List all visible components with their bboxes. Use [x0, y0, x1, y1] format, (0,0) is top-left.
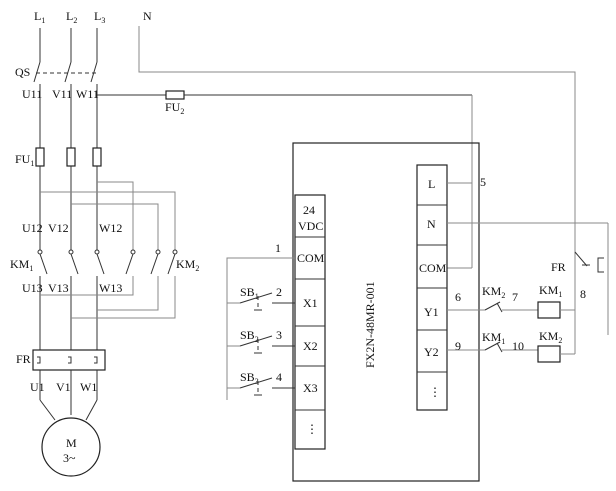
plc-com-out-label: COM — [419, 261, 447, 275]
node-10-label: 10 — [512, 339, 524, 353]
plc-x3-label: X3 — [303, 381, 318, 395]
node-4-label: 4 — [276, 370, 282, 384]
v13-label: V13 — [48, 281, 69, 295]
fr-contact-label: FR — [551, 260, 566, 274]
node-6-label: 6 — [455, 290, 461, 304]
fu2-branch — [97, 90, 473, 269]
fu1-fuses — [35, 147, 102, 167]
motor-leads — [39, 370, 98, 421]
plc-y2-label: Y2 — [424, 345, 439, 359]
power-lines — [39, 26, 576, 335]
node-3-label: 3 — [276, 328, 282, 342]
km2-main-label: KM2 — [176, 257, 199, 273]
qs-switch — [33, 61, 98, 88]
fr-label: FR — [16, 352, 31, 366]
power-l2-label: L2 — [66, 9, 77, 25]
qs-label: QS — [15, 65, 30, 79]
sb2-switch[interactable] — [239, 335, 295, 354]
plc-vdc-label: VDC — [298, 219, 323, 233]
power-l3-label: L3 — [94, 9, 105, 25]
km1-coil — [537, 301, 561, 319]
plc-y1-label: Y1 — [424, 305, 439, 319]
motor-v1-label: V1 — [56, 380, 71, 394]
node-2-label: 2 — [276, 285, 282, 299]
motor-label-m: M — [66, 436, 77, 450]
plc-24-label: 24 — [303, 203, 315, 217]
motor-u1-label: U1 — [30, 380, 45, 394]
w12-label: W12 — [99, 221, 122, 235]
km1-coil-label: KM1 — [539, 283, 562, 299]
motor-label-3phase: 3~ — [63, 451, 76, 465]
power-l1-label: L1 — [34, 9, 45, 25]
lines-below-fu1 — [39, 166, 176, 250]
v12-label: V12 — [48, 221, 69, 235]
plc-com-in-label: COM — [297, 251, 325, 265]
input-wiring — [226, 257, 295, 400]
fu2-label: FU2 — [165, 100, 184, 116]
plc-dots-in: ⋮ — [306, 422, 318, 436]
km2-interlock-contact — [484, 301, 538, 313]
node-7-label: 7 — [512, 290, 518, 304]
plc-outer-box — [292, 142, 480, 482]
km2-coil-label: KM2 — [539, 329, 562, 345]
node-5-label: 5 — [480, 175, 486, 189]
lines-below-km — [39, 276, 176, 350]
power-n-label: N — [143, 9, 152, 23]
fr-nc-contact — [574, 251, 604, 273]
plc-dots-out: ⋮ — [429, 385, 441, 399]
sb1-label: SB1 — [240, 285, 259, 301]
node-1-label: 1 — [275, 241, 281, 255]
sb1-switch[interactable] — [239, 292, 295, 311]
plc-n-label: N — [427, 217, 436, 231]
plc-x2-label: X2 — [303, 339, 318, 353]
lines-to-fu1 — [39, 88, 98, 148]
fr-relay — [32, 349, 106, 371]
node-8-label: 8 — [580, 287, 586, 301]
motor-circle — [41, 417, 101, 477]
sb3-switch[interactable] — [239, 377, 295, 396]
plc-l-label: L — [428, 177, 435, 191]
km1-main-label: KM1 — [10, 257, 33, 273]
plc-x1-label: X1 — [303, 296, 318, 310]
motor-w1-label: W1 — [80, 380, 97, 394]
qs-u11-label: U11 — [22, 87, 42, 101]
u12-label: U12 — [22, 221, 43, 235]
sb3-label: SB3 — [240, 370, 259, 386]
plc-input-block — [294, 194, 326, 450]
qs-v11-label: V11 — [52, 87, 72, 101]
km1-interlock-label: KM1 — [482, 330, 505, 346]
km2-main-contacts — [125, 249, 178, 275]
u13-label: U13 — [22, 281, 43, 295]
sb2-label: SB2 — [240, 328, 259, 344]
qs-w11-label: W11 — [76, 87, 99, 101]
km2-coil — [537, 345, 561, 363]
node-9-label: 9 — [455, 339, 461, 353]
km1-main-contacts — [37, 249, 105, 275]
plc-model-label: FX2N-48MR-001 — [363, 281, 377, 368]
fu1-label: FU1 — [15, 152, 34, 168]
w13-label: W13 — [99, 281, 122, 295]
km1-interlock-contact — [484, 341, 538, 353]
km2-interlock-label: KM2 — [482, 284, 505, 300]
